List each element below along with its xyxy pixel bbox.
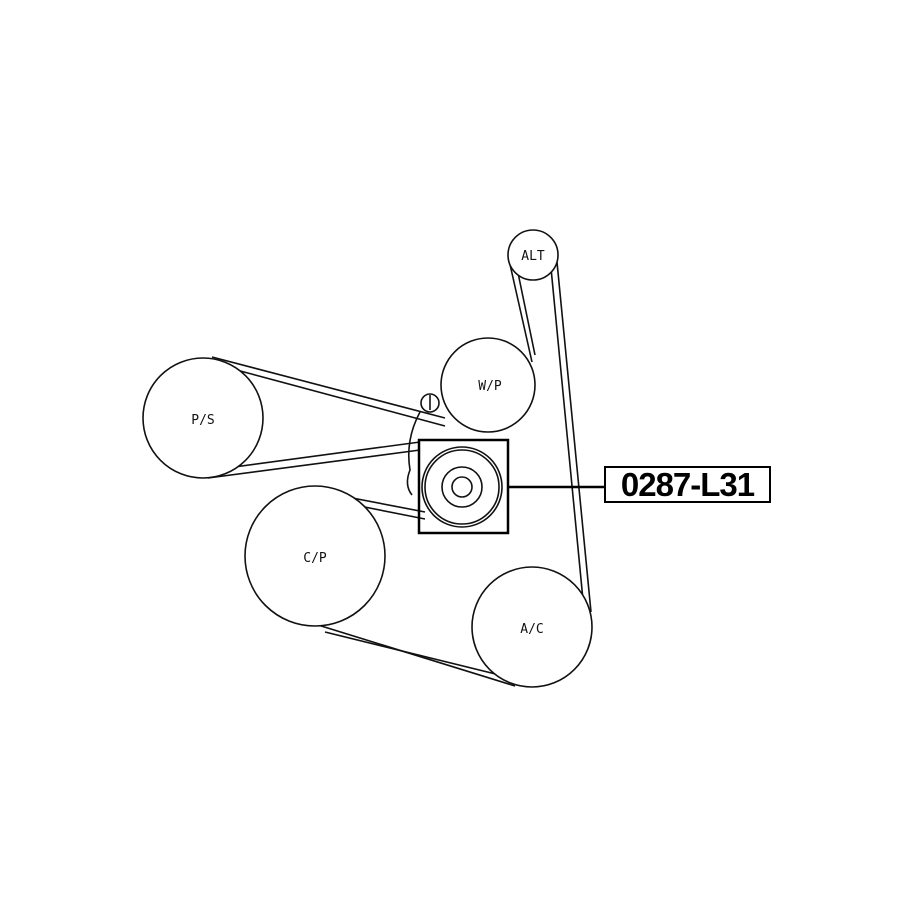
label-cp: C/P [303, 551, 327, 566]
pulley-alt: ALT [507, 229, 559, 281]
label-ac: A/C [520, 622, 543, 637]
pulley-cp: C/P [244, 485, 386, 627]
label-alt: ALT [521, 249, 545, 264]
label-wp: W/P [478, 379, 502, 394]
label-ps: P/S [191, 413, 214, 428]
pulley-wp: W/P [440, 337, 536, 433]
part-number-label: 0287-L31 [604, 466, 771, 503]
pulley-ps: P/S [142, 357, 264, 479]
pulley-ac: A/C [471, 566, 593, 688]
tensioner-pulley [421, 446, 503, 528]
tensioner-bracket [406, 393, 440, 496]
